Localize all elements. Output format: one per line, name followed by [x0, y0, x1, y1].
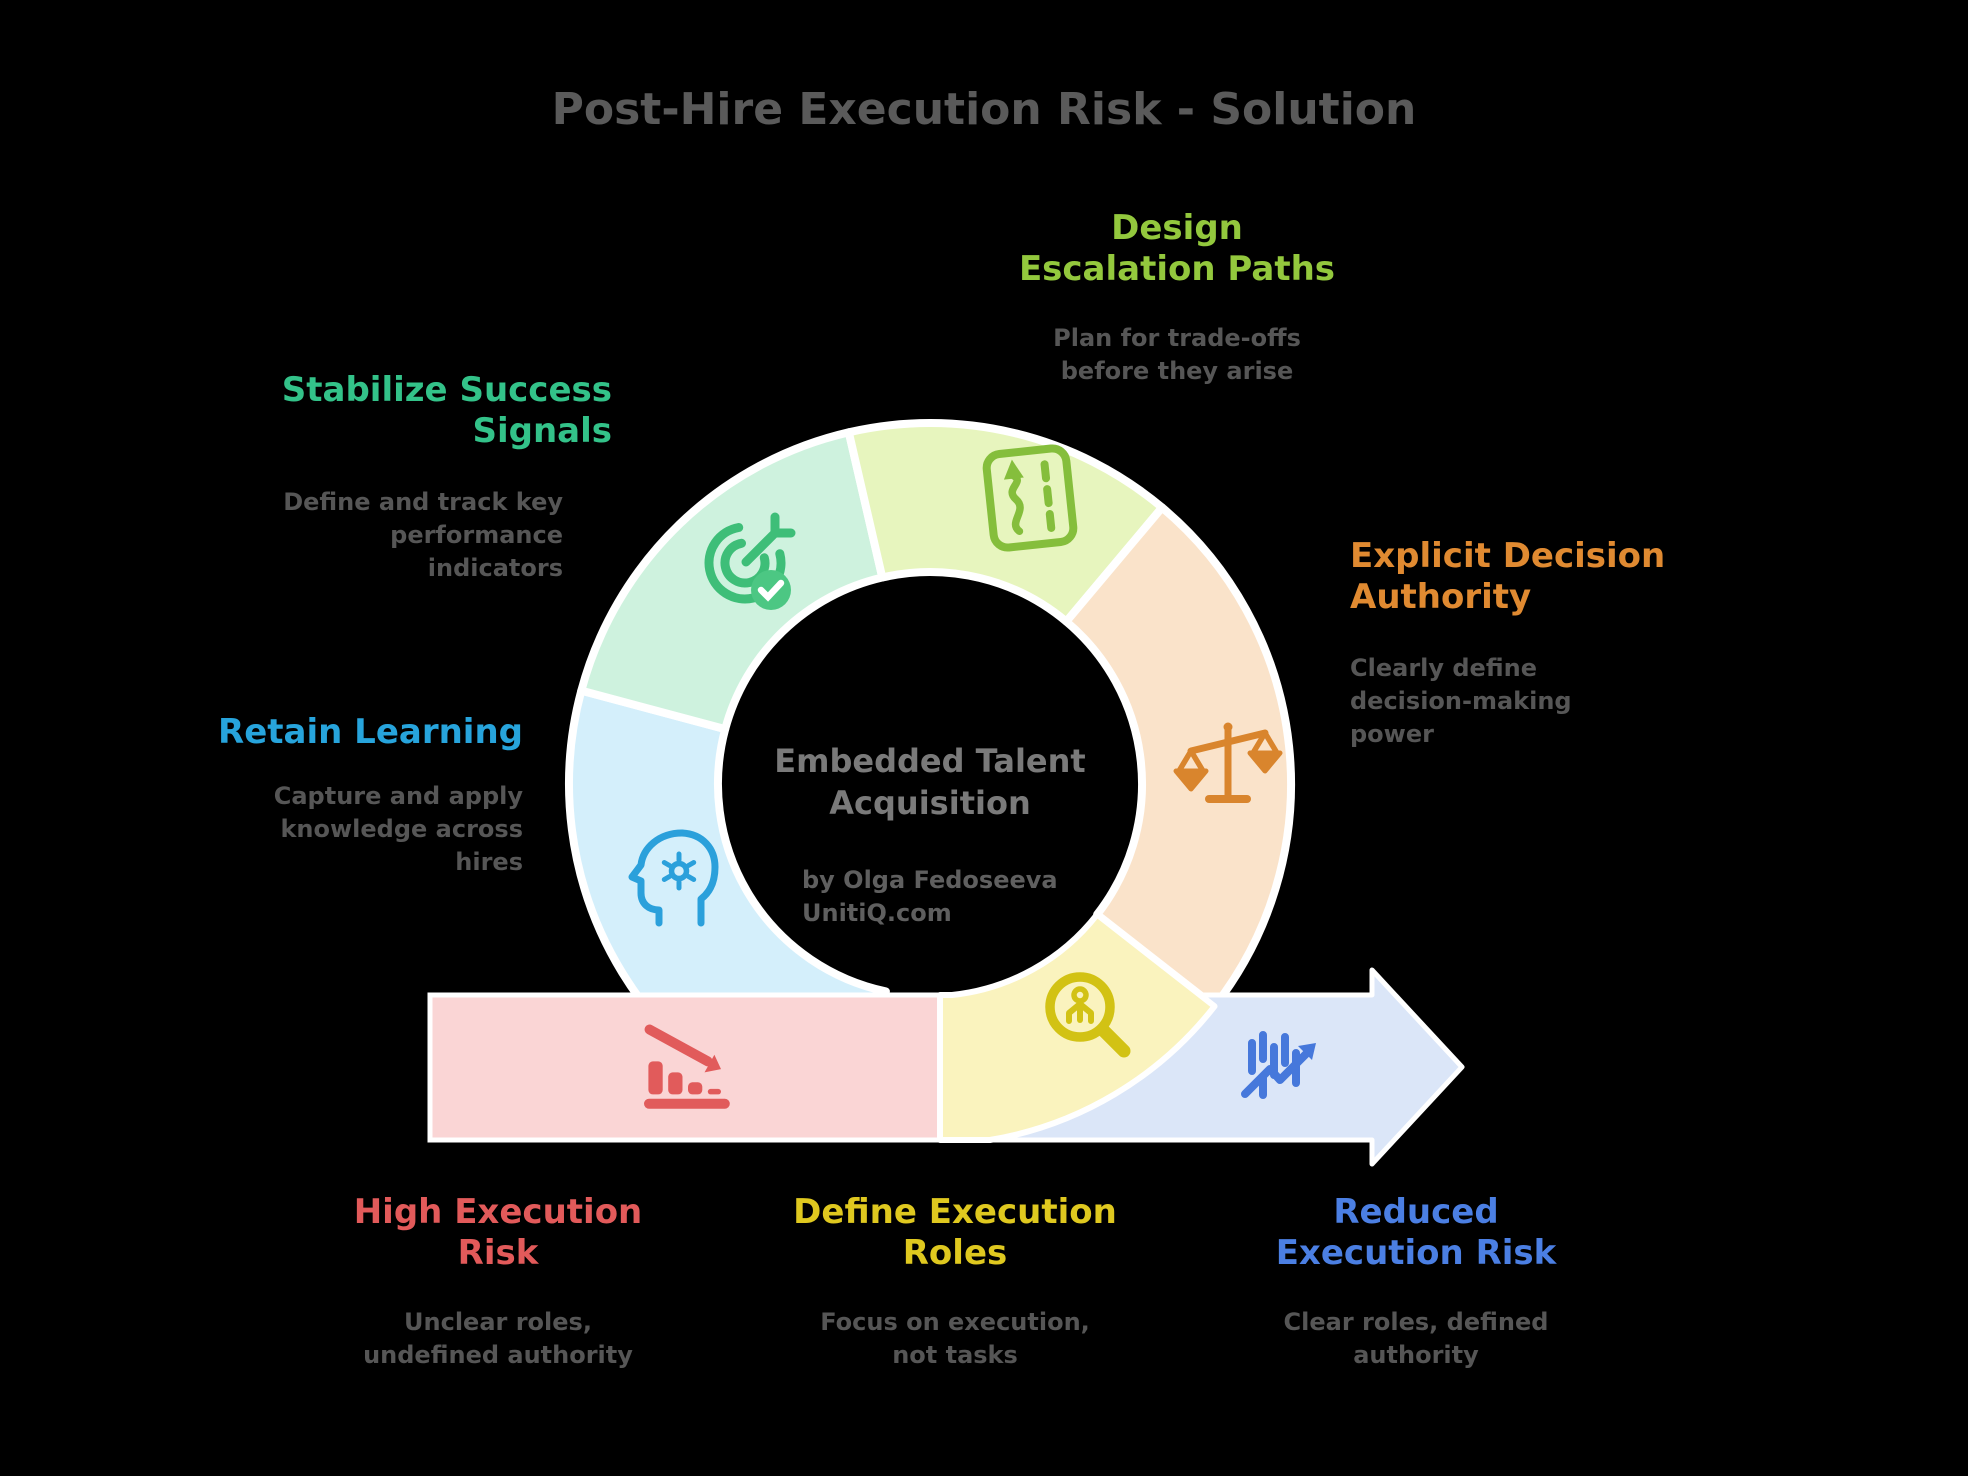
page-title: Post-Hire Execution Risk - Solution: [551, 84, 1417, 135]
segment-design-escalation: [844, 419, 1167, 626]
scales-icon: [1173, 722, 1283, 803]
rising-chart-icon: [1241, 1031, 1316, 1099]
step-explicit-heading: Explicit Decision Authority: [1350, 536, 1666, 617]
step-design-description: Plan for trade-offs before they arise: [1053, 324, 1301, 386]
center-title: Embedded Talent Acquisition: [774, 742, 1086, 823]
step-retain-heading: Retain Learning: [218, 712, 523, 752]
declining-chart-icon: [644, 1024, 730, 1109]
center-byline: by Olga Fedoseeva UnitiQ.com: [802, 866, 1058, 928]
head-gear-icon: [628, 829, 719, 927]
step-high-risk-heading: High Execution Risk: [353, 1192, 643, 1273]
target-check-icon: [704, 512, 796, 610]
step-stabilize-description: Define and track key performance indicat…: [283, 488, 563, 583]
band-high-risk: [427, 992, 943, 1143]
segment-define-roles: [937, 911, 1218, 1143]
person-search-icon: [1045, 972, 1131, 1058]
step-reduced-risk-description: Clear roles, defined authority: [1283, 1308, 1549, 1370]
step-define-roles-heading: Define Execution Roles: [793, 1192, 1117, 1273]
step-reduced-risk-heading: Reduced Execution Risk: [1275, 1192, 1557, 1273]
step-retain-description: Capture and apply knowledge across hires: [273, 782, 523, 877]
step-explicit-description: Clearly define decision-making power: [1350, 654, 1572, 749]
step-define-roles-description: Focus on execution, not tasks: [820, 1308, 1090, 1370]
segment-explicit-decision: [1062, 503, 1295, 1011]
escalation-path-icon: [982, 444, 1078, 552]
step-high-risk-description: Unclear roles, undefined authority: [363, 1308, 633, 1370]
step-stabilize-heading: Stabilize Success Signals: [281, 370, 612, 451]
step-design-heading: Design Escalation Paths: [1018, 208, 1336, 289]
